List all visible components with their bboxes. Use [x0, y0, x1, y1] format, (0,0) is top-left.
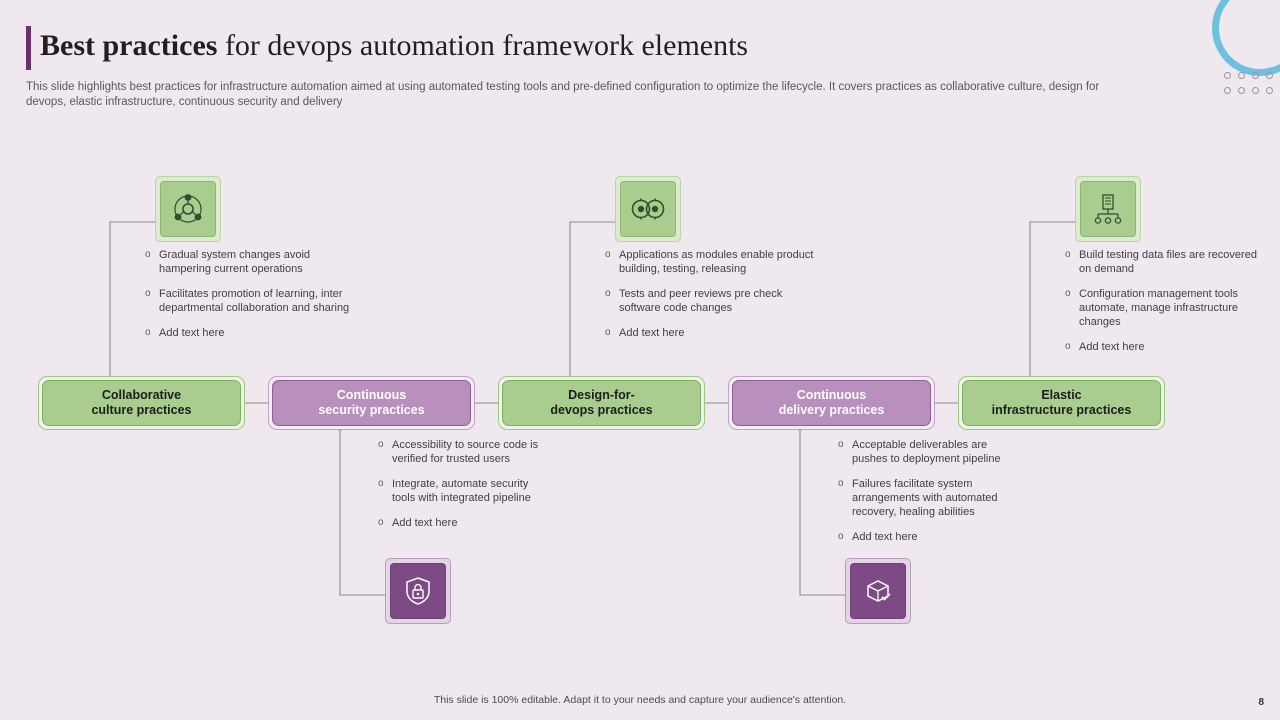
node-3-label: Design-for-devops practices — [550, 388, 653, 417]
node-design-for-devops-practices[interactable]: Design-for-devops practices — [502, 380, 701, 426]
modules-gears-icon — [620, 181, 676, 237]
bullet-marker: o — [838, 439, 844, 450]
decorative-dots — [1224, 72, 1273, 96]
bullet-marker: o — [605, 327, 611, 338]
page-number: 8 — [1258, 697, 1264, 708]
bullet-marker: o — [378, 517, 384, 528]
bullet-marker: o — [145, 327, 151, 338]
footer-note: This slide is 100% editable. Adapt it to… — [433, 694, 847, 706]
page-subtitle: This slide highlights best practices for… — [26, 81, 1100, 108]
bullet-marker: o — [378, 478, 384, 489]
bullet-marker: o — [838, 478, 844, 489]
title-accent-bar — [26, 26, 31, 70]
bullet-marker: o — [838, 531, 844, 542]
delivery-box-icon — [850, 563, 906, 619]
bullet-marker: o — [605, 288, 611, 299]
page-title: Best practices for devops automation fra… — [40, 24, 1206, 68]
decorative-ring — [1212, 0, 1280, 76]
bullet-marker: o — [145, 249, 151, 260]
bullet-marker: o — [1065, 288, 1071, 299]
bullet-marker: o — [145, 288, 151, 299]
bullet-marker: o — [378, 439, 384, 450]
shield-lock-icon — [390, 563, 446, 619]
server-network-icon — [1080, 181, 1136, 237]
page-title-bold: Best practices — [40, 29, 218, 62]
bullet-marker: o — [605, 249, 611, 260]
teamwork-gear-icon — [160, 181, 216, 237]
node-wrapper-3: Design-for-devops practices — [498, 376, 705, 430]
page-title-rest: for devops automation framework elements — [217, 29, 749, 62]
bullet-marker: o — [1065, 341, 1071, 352]
bullet-marker: o — [1065, 249, 1071, 260]
header: Best practices for devops automation fra… — [26, 24, 1206, 68]
